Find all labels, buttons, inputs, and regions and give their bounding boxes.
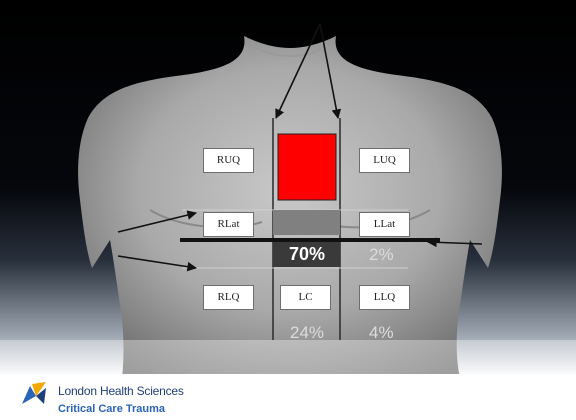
lhsc-logo-icon	[22, 382, 48, 404]
zone-llat-label: LLat	[359, 212, 410, 237]
highlight-zone	[278, 134, 336, 200]
zone-ruq-label: RUQ	[203, 148, 254, 173]
percent-right-row: 2%	[369, 245, 394, 265]
zone-rlat-label: RLat	[203, 212, 254, 237]
zone-rlq-label: RLQ	[203, 285, 254, 310]
percent-center-bottom: 24%	[290, 323, 324, 343]
zone-llq-label: LLQ	[359, 285, 410, 310]
percent-right-bottom: 4%	[369, 323, 394, 343]
program-name: Critical Care Trauma	[58, 403, 165, 415]
organization-name: London Health Sciences	[58, 384, 184, 398]
center-gray-zone	[273, 210, 340, 235]
zone-lc-label: LC	[280, 285, 331, 310]
footer: London Health Sciences Critical Care Tra…	[0, 374, 576, 420]
zone-luq-label: LUQ	[359, 148, 410, 173]
percent-center-row: 70%	[289, 244, 325, 265]
